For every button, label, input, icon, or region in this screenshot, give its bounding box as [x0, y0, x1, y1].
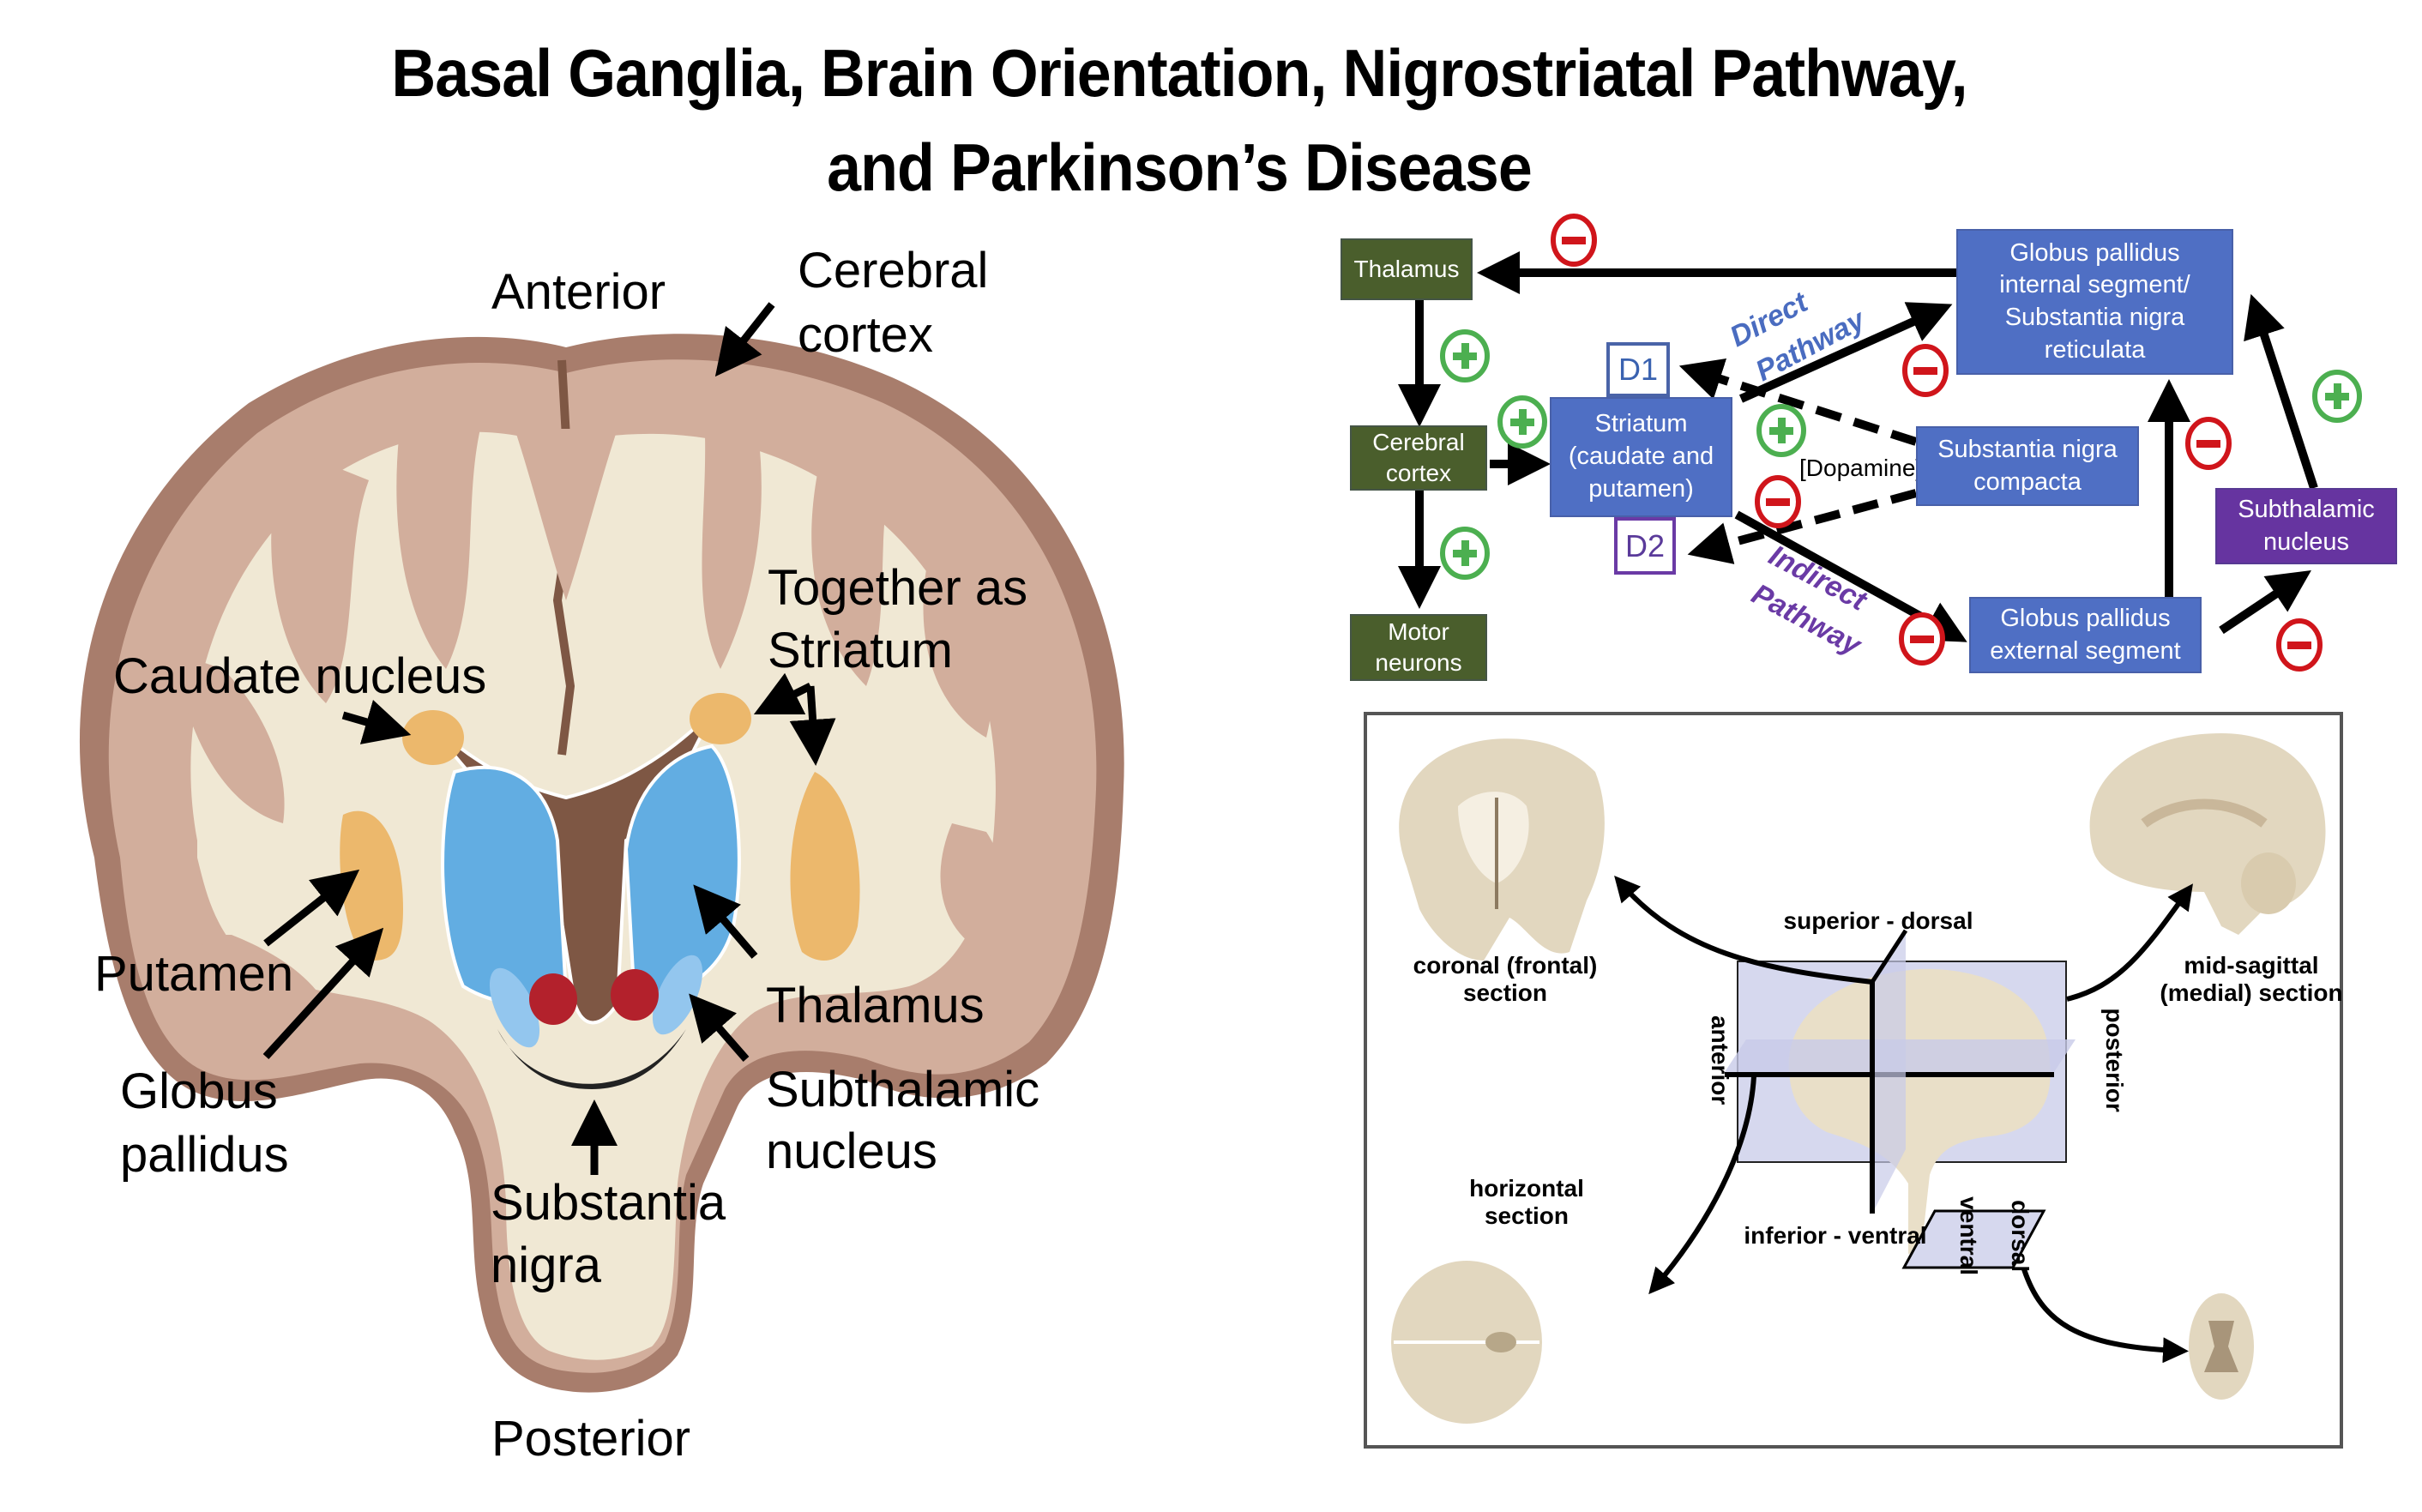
node-gpi-line-4: reticulata [2044, 335, 2146, 364]
node-striatum-line-1: Striatum [1594, 410, 1688, 438]
arrow-to-coronal [1614, 875, 1873, 985]
red-nucleus-right [611, 969, 659, 1021]
label-dorsal: dorsal [2007, 1200, 2034, 1273]
caudate-nucleus-right [690, 693, 751, 744]
label-posterior: Posterior [491, 1411, 690, 1467]
node-gpe-line-1: Globus pallidus [2000, 604, 2171, 632]
horizontal-section-image [1391, 1261, 1542, 1424]
label-dopamine: [Dopamine] [1799, 455, 1922, 481]
arrow-gpe-to-stn [2219, 570, 2311, 635]
label-together-as: Together as [768, 560, 1027, 616]
node-snc-line-1: Substantia nigra [1937, 435, 2118, 463]
label-caudate-nucleus: Caudate nucleus [113, 648, 486, 704]
node-gpi-snr: Globus pallidus internal segment/ Substa… [1956, 229, 2233, 375]
label-coronal-line-1: coronal (frontal) [1413, 952, 1598, 979]
node-thalamus-label: Thalamus [1353, 255, 1460, 282]
red-nucleus-left [529, 973, 577, 1025]
label-globus-line-2: pallidus [120, 1127, 289, 1183]
label-substantia-line-2: nigra [491, 1238, 602, 1293]
minus-sign-icon [1551, 214, 1597, 267]
node-gpi-line-1: Globus pallidus [2009, 238, 2180, 267]
substantia-nigra [497, 1029, 686, 1089]
label-mid-sagittal-section: mid-sagittal (medial) section [2148, 952, 2354, 1007]
label-subthalamic-line-1: Subthalamic [766, 1062, 1039, 1117]
minus-sign-icon [2276, 618, 2323, 672]
node-gpe-line-2: external segment [1990, 636, 2181, 665]
putamen-right [790, 772, 860, 961]
label-cerebral-cortex-line-1: Cerebral [798, 243, 988, 298]
spinal-cord-section-image [2189, 1293, 2254, 1400]
label-horizontal-line-1: horizontal [1469, 1175, 1584, 1202]
pathway-arrows: Direct Pathway Indirect Pathway [Dopamin… [1398, 214, 2362, 672]
node-stn-line-1: Subthalamic [2238, 495, 2375, 523]
receptor-d1: D1 [1606, 342, 1670, 397]
node-striatum-line-2: (caudate and [1568, 443, 1714, 471]
label-posterior-orientation: posterior [2101, 1008, 2129, 1112]
plus-sign-icon [1440, 329, 1490, 383]
arrow-to-spinal-cord [2021, 1268, 2189, 1364]
minus-sign-icon [1899, 612, 1945, 666]
node-striatum-line-3: putamen) [1588, 474, 1694, 503]
label-sagittal-line-1: mid-sagittal [2184, 952, 2319, 979]
caudate-nucleus-left [402, 710, 464, 765]
central-brain-with-planes [1725, 929, 2076, 1269]
arrow-to-sagittal [2066, 883, 2193, 1002]
page-title-line-1: Basal Ganglia, Brain Orientation, Nigros… [391, 35, 1967, 111]
label-anterior: Anterior [491, 264, 666, 320]
plus-sign-icon [1497, 395, 1547, 449]
node-gpi-line-3: Substantia nigra [2004, 304, 2185, 331]
label-sagittal-line-2: (medial) section [2160, 979, 2343, 1007]
label-inferior-ventral: inferior - ventral [1744, 1222, 1927, 1249]
node-cerebral-cortex: Cerebral cortex [1350, 425, 1487, 491]
page-title-line-2: and Parkinson’s Disease [827, 130, 1533, 205]
label-cerebral-cortex-line-2: cortex [798, 307, 933, 363]
plus-sign-icon [1756, 404, 1806, 457]
node-thalamus: Thalamus [1341, 238, 1473, 300]
receptor-d2: D2 [1614, 517, 1676, 575]
label-substantia-line-1: Substantia [491, 1175, 726, 1231]
mid-sagittal-section-image [2089, 733, 2326, 935]
node-cortex-line-2: cortex [1385, 460, 1452, 486]
label-globus-line-1: Globus [120, 1063, 278, 1119]
node-gpe: Globus pallidus external segment [1969, 597, 2202, 673]
label-coronal-line-2: section [1462, 979, 1548, 1007]
pathway-signs [1440, 214, 2362, 672]
plus-sign-icon [2312, 370, 2362, 423]
coronal-brain-illustration: Anterior Cerebral cortex Together as Str… [79, 243, 1124, 1467]
node-subthalamic: Subthalamic nucleus [2215, 488, 2397, 564]
arrow-stn-to-gpi [2244, 293, 2318, 490]
node-motor-line-1: Motor [1388, 617, 1449, 645]
label-anterior-orientation: anterior [1707, 1015, 1734, 1105]
arrow-to-horizontal [1648, 1075, 1756, 1295]
node-striatum: Striatum (caudate and putamen) [1550, 397, 1732, 517]
arrow-direct-pathway [1738, 302, 1953, 403]
label-coronal-section: coronal (frontal) section [1385, 952, 1625, 1007]
plus-sign-icon [1440, 527, 1490, 580]
node-cortex-line-1: Cerebral [1372, 428, 1465, 455]
node-snc: Substantia nigra compacta [1916, 426, 2139, 506]
node-gpi-line-2: internal segment/ [1999, 271, 2190, 299]
node-stn-line-2: nucleus [2263, 527, 2349, 556]
label-subthalamic-line-2: nucleus [766, 1123, 937, 1179]
label-striatum: Striatum [768, 623, 953, 678]
label-superior-dorsal: superior - dorsal [1783, 907, 1973, 934]
label-horizontal-line-2: section [1484, 1202, 1569, 1230]
label-ventral: ventral [1955, 1196, 1983, 1275]
subthalamic-nucleus-left [489, 967, 540, 1048]
coronal-section-image [1399, 738, 1605, 961]
node-motor-neurons: Motor neurons [1350, 614, 1487, 681]
minus-sign-icon [1902, 344, 1949, 397]
label-thalamus: Thalamus [766, 978, 985, 1033]
node-snc-line-2: compacta [1973, 467, 2082, 496]
subthalamic-nucleus-right [652, 955, 703, 1035]
label-arrows [262, 302, 836, 1175]
minus-sign-icon [2185, 417, 2232, 470]
minus-sign-icon [1755, 475, 1801, 528]
putamen-left [340, 810, 403, 961]
node-motor-line-2: neurons [1375, 649, 1462, 676]
label-horizontal-section: horizontal section [1415, 1175, 1638, 1230]
label-putamen: Putamen [94, 946, 293, 1002]
